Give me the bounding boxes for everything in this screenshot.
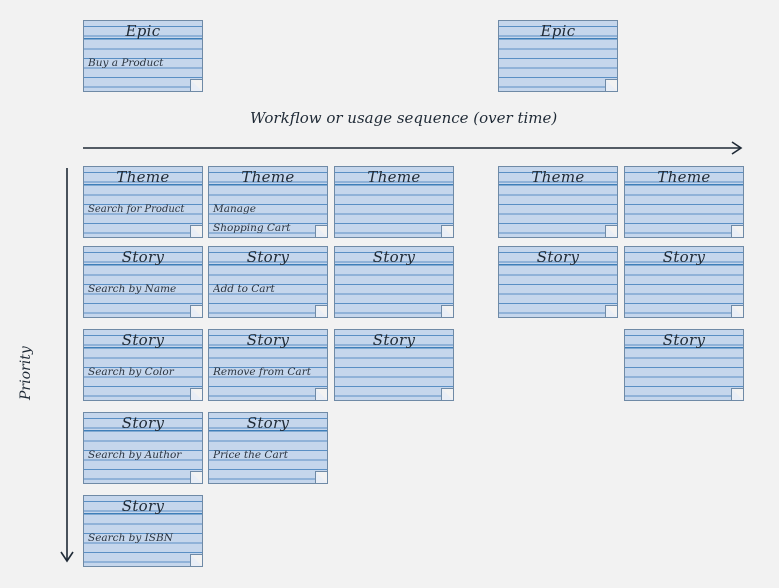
- page-fold: [316, 226, 327, 237]
- page-fold: [316, 389, 327, 400]
- theme-card: Theme: [498, 166, 618, 238]
- card-text: Search by Color: [88, 366, 174, 378]
- card-title: Story: [246, 331, 290, 349]
- card-title: Story: [121, 331, 165, 349]
- story-card: Story Search by Color: [83, 329, 203, 401]
- card-title: Epic: [125, 22, 161, 40]
- theme-card: Theme: [334, 166, 454, 238]
- card-text: Price the Cart: [213, 449, 288, 461]
- page-fold: [442, 306, 453, 317]
- page-fold: [442, 226, 453, 237]
- card-text: Remove from Cart: [213, 366, 311, 378]
- theme-card: Theme Search for Product: [83, 166, 203, 238]
- story-card: Story: [334, 329, 454, 401]
- story-card: Story Search by Author: [83, 412, 203, 484]
- card-text: Search for Product: [88, 204, 185, 215]
- theme-card: Theme: [624, 166, 744, 238]
- card-title: Story: [372, 248, 416, 266]
- story-card: Story Search by Name: [83, 246, 203, 318]
- card-title: Theme: [531, 168, 585, 186]
- card-text: Search by ISBN: [88, 532, 173, 544]
- story-card: Story: [498, 246, 618, 318]
- card-text: Search by Name: [88, 283, 177, 295]
- story-card: Story: [624, 329, 744, 401]
- page-fold: [442, 389, 453, 400]
- page-fold: [606, 226, 617, 237]
- page-fold: [606, 80, 617, 91]
- story-card: Story Remove from Cart: [208, 329, 328, 401]
- page-fold: [606, 306, 617, 317]
- story-card: Story: [624, 246, 744, 318]
- card-text: Search by Author: [88, 449, 182, 461]
- page-fold: [732, 389, 743, 400]
- card-text: Manage Shopping Cart: [213, 203, 291, 234]
- card-title: Theme: [116, 168, 170, 186]
- epic-card: Epic: [498, 20, 618, 92]
- card-title: Story: [121, 248, 165, 266]
- story-card: Story Add to Cart: [208, 246, 328, 318]
- page-fold: [191, 472, 202, 483]
- epic-card: Epic Buy a Product: [83, 20, 203, 92]
- card-title: Story: [536, 248, 580, 266]
- page-fold: [732, 226, 743, 237]
- page-fold: [191, 80, 202, 91]
- card-title: Theme: [657, 168, 711, 186]
- story-card: Story Search by ISBN: [83, 495, 203, 567]
- story-card: Story: [334, 246, 454, 318]
- card-title: Story: [662, 248, 706, 266]
- story-card: Story Price the Cart: [208, 412, 328, 484]
- page-fold: [316, 472, 327, 483]
- card-text: Buy a Product: [88, 57, 164, 69]
- card-title: Story: [121, 414, 165, 432]
- page-fold: [191, 555, 202, 566]
- card-title: Story: [372, 331, 416, 349]
- workflow-label: Workflow or usage sequence (over time): [250, 109, 558, 127]
- card-title: Theme: [367, 168, 421, 186]
- page-fold: [732, 306, 743, 317]
- page-fold: [191, 306, 202, 317]
- page-fold: [191, 226, 202, 237]
- card-title: Theme: [241, 168, 295, 186]
- card-title: Story: [121, 497, 165, 515]
- page-fold: [316, 306, 327, 317]
- card-title: Story: [246, 414, 290, 432]
- priority-arrow: [60, 168, 74, 563]
- workflow-arrow: [83, 141, 743, 155]
- card-text: Add to Cart: [213, 283, 275, 295]
- card-title: Story: [246, 248, 290, 266]
- page-fold: [191, 389, 202, 400]
- theme-card: Theme Manage Shopping Cart: [208, 166, 328, 238]
- priority-label: Priority: [18, 346, 34, 400]
- card-title: Story: [662, 331, 706, 349]
- card-title: Epic: [540, 22, 576, 40]
